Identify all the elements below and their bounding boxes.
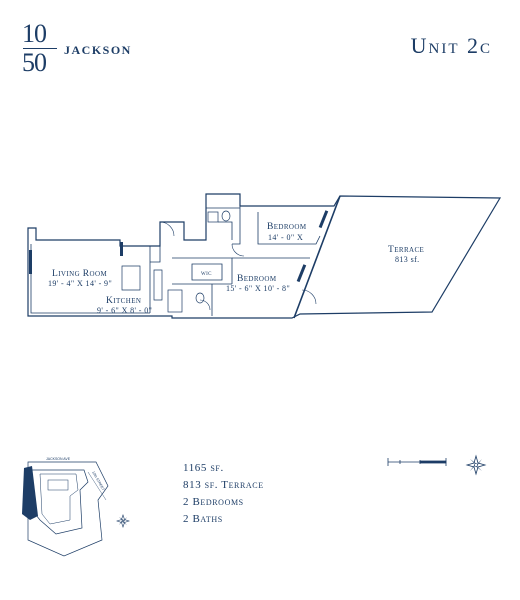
keyplan-street-line [87, 471, 107, 501]
plan-bedroom1-wall [232, 206, 321, 245]
keyplan-site [27, 461, 109, 557]
keyplan-street-top: JACKSON AVE [46, 457, 71, 461]
kitchen-name: Kitchen [106, 296, 141, 306]
spec-bedrooms: 2 Bedrooms [183, 496, 244, 508]
logo-number-bottom: 50 [22, 48, 47, 77]
plan-terrace-divider [293, 195, 341, 319]
unit-title: Unit 2c [410, 33, 492, 58]
plan-kitchen-counter [121, 265, 163, 301]
plan-sink [207, 211, 219, 223]
kitchen-dims: 9' - 6" X 8' - 0" [97, 306, 152, 315]
plan-window-3 [318, 210, 329, 229]
bedroom2-name: Bedroom [237, 274, 277, 284]
bedroom1-name: Bedroom [267, 222, 307, 232]
plan-door-2 [231, 243, 245, 257]
terrace-area: 813 sf. [395, 255, 420, 264]
brand-logo: 10 50 JACKSON [22, 19, 182, 78]
plan-partition-2 [150, 246, 161, 263]
plan-door-1 [159, 221, 175, 237]
plan-bath-wall [206, 207, 240, 240]
unit-specs: 1165 sf. 813 sf. Terrace 2 Bedrooms 2 Ba… [183, 460, 264, 528]
spec-baths: 2 Baths [183, 513, 223, 525]
plan-bedroom2-wall [172, 257, 310, 316]
keyplan-building-inner [39, 473, 79, 525]
plan-window-1 [29, 250, 32, 274]
living-room-dims: 19' - 4" X 14' - 9" [48, 279, 112, 288]
plan-door-3 [199, 299, 211, 311]
logo-rule [23, 48, 57, 49]
keyplan-compass-icon [116, 514, 130, 528]
plan-window-4 [296, 264, 307, 283]
terrace-name: Terrace [388, 245, 424, 255]
plan-window-2 [120, 242, 123, 256]
plan-toilet-2 [221, 210, 231, 222]
spec-area: 1165 sf. [183, 462, 224, 474]
bedroom1-dims: 14' - 0" X [268, 233, 303, 242]
scale-bar [387, 458, 447, 466]
keyplan-unit-highlight [22, 466, 38, 520]
logo-wordmark: JACKSON [64, 43, 132, 57]
keyplan-street-side: 10th STREET [91, 471, 106, 492]
bedroom2-dims: 15' - 6" X 10' - 8" [226, 284, 290, 293]
living-room-name: Living Room [52, 269, 107, 279]
plan-door-terrace [301, 289, 317, 305]
wic-label: WIC [201, 272, 212, 277]
keyplan-core [47, 479, 69, 491]
plan-toilet [195, 292, 205, 304]
plan-tub [167, 289, 183, 313]
logo-number-top: 10 [22, 19, 47, 48]
spec-terrace: 813 sf. Terrace [183, 479, 264, 491]
compass-icon [465, 454, 487, 476]
